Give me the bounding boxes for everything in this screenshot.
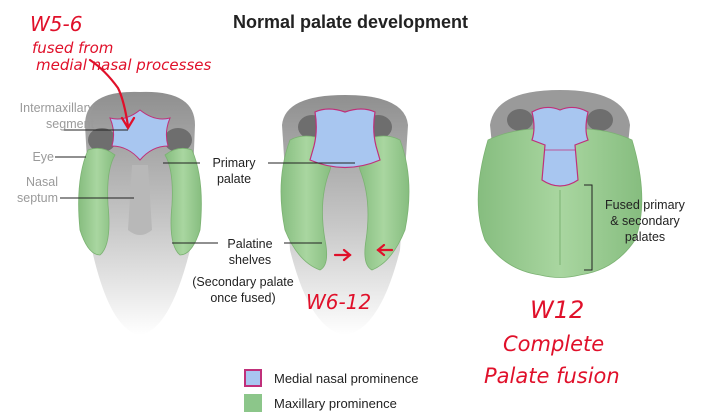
annotation-fused-from: fused from xyxy=(32,39,113,57)
medial-nasal-2 xyxy=(310,109,380,168)
legend-item-maxillary: Maxillary prominence xyxy=(244,393,419,413)
legend-label-medial: Medial nasal prominence xyxy=(274,371,419,386)
label-secondary-palate-note: (Secondary palate once fused) xyxy=(178,274,308,306)
stage-3-drawing xyxy=(478,90,642,278)
annotation-w6-12: W6-12 xyxy=(306,290,371,314)
label-eye: Eye xyxy=(4,149,54,165)
label-nasal-septum: Nasal septum xyxy=(4,174,58,206)
legend-swatch-medial xyxy=(244,369,262,387)
annotation-palate-fusion: Palate fusion xyxy=(484,364,620,388)
legend-swatch-maxillary xyxy=(244,394,262,412)
label-primary-palate: Primary palate xyxy=(200,155,268,187)
annotation-complete: Complete xyxy=(503,332,604,356)
annotation-medial-nasal-processes: medial nasal processes xyxy=(36,56,211,74)
legend-label-maxillary: Maxillary prominence xyxy=(274,396,397,411)
label-fused-palates: Fused primary & secondary palates xyxy=(596,197,694,245)
legend: Medial nasal prominence Maxillary promin… xyxy=(244,368,419,413)
label-intermaxillary-segment: Intermaxillary segment xyxy=(4,100,94,132)
diagram-title: Normal palate development xyxy=(0,12,701,33)
annotation-w5-6: W5-6 xyxy=(30,12,82,36)
annotation-w12: W12 xyxy=(530,296,584,324)
legend-item-medial-nasal: Medial nasal prominence xyxy=(244,368,419,388)
label-palatine-shelves: Palatine shelves xyxy=(214,236,286,268)
